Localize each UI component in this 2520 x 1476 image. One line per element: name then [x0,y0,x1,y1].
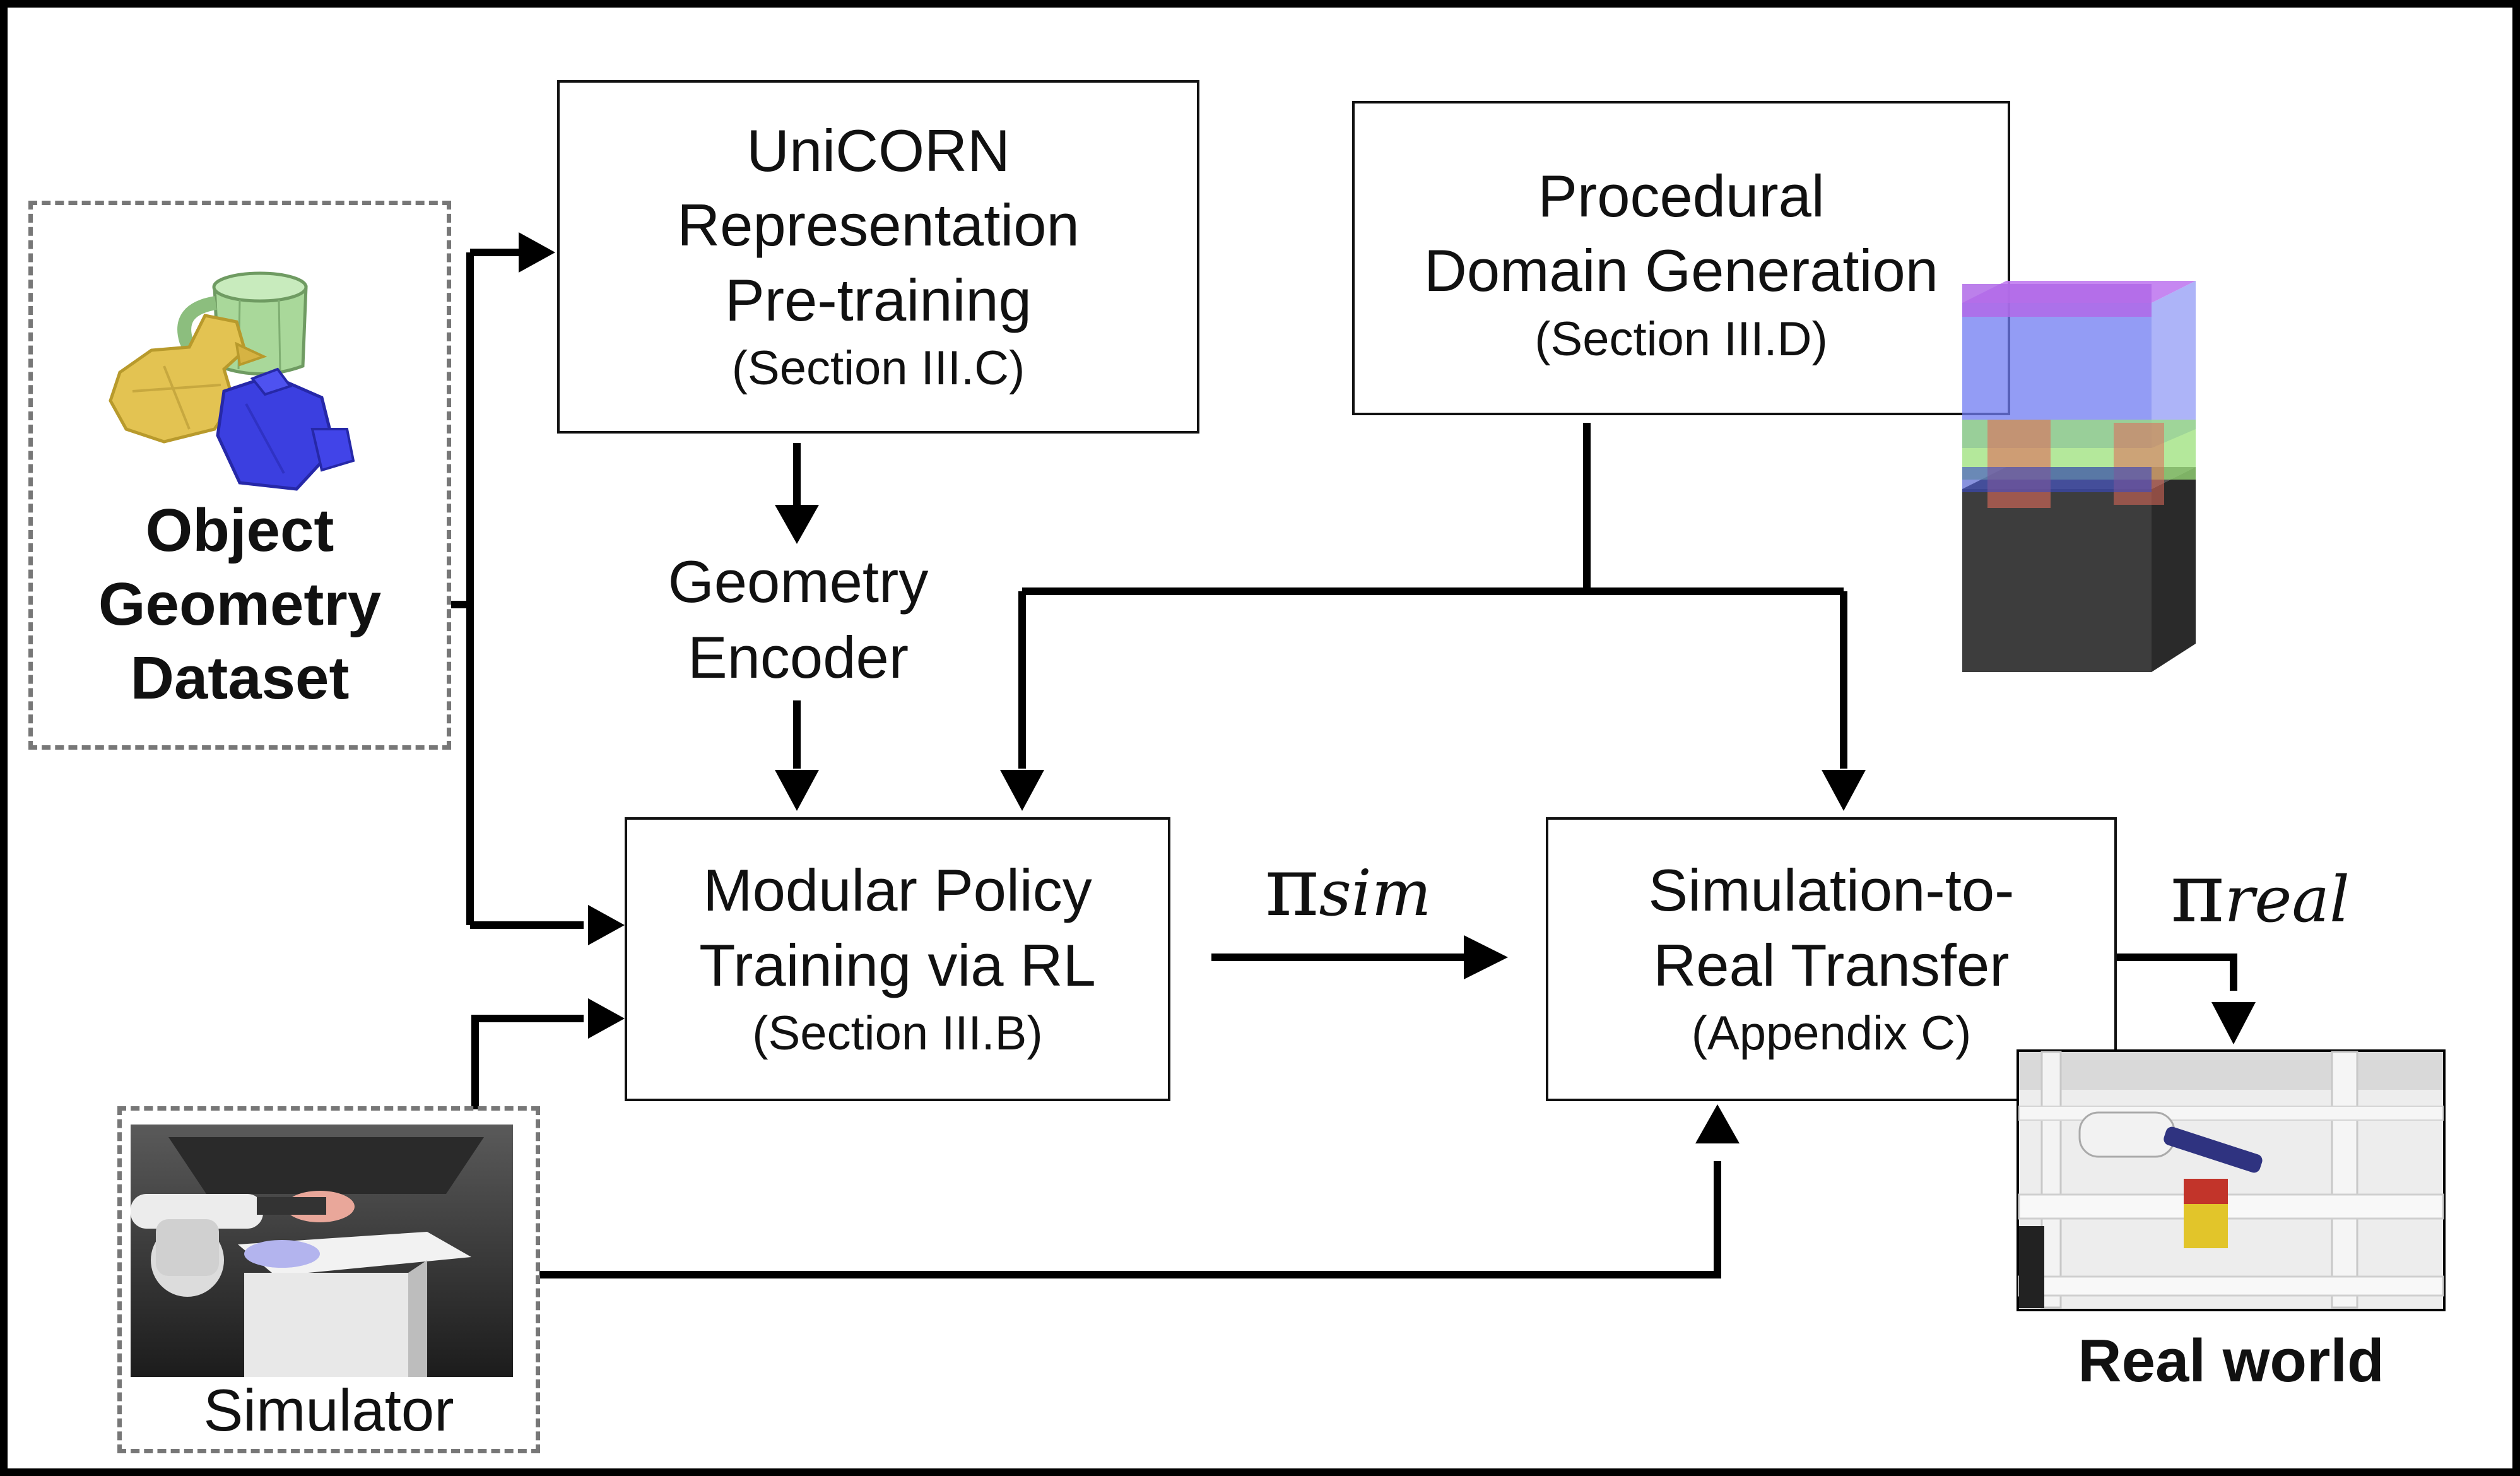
pi-real-symbol: π [2170,845,2225,941]
unicorn-box: UniCORN Representation Pre-training (Sec… [557,80,1199,434]
arrowhead-unicorn [519,232,555,273]
arrowhead-policy-procedural [1000,770,1044,811]
policy-section: (Section III.B) [752,1007,1043,1061]
policy-box: Modular Policy Training via RL (Section … [625,817,1170,1101]
sim2real-section: (Appendix C) [1691,1007,1972,1061]
procedural-domain-icon [1962,281,2196,672]
unicorn-title-line: Representation [677,192,1080,259]
arrowhead-sim2real-top [1822,770,1866,811]
encoder-label-line: Geometry [668,548,929,615]
arrow-pi-real [2116,953,2237,991]
pi-sim-symbol: π [1265,839,1319,935]
dataset-label-line: Geometry [98,570,382,639]
pi-sim-label: πsim [1265,846,1432,928]
arrowhead-encoder [775,505,819,544]
object-meshes [109,271,355,491]
arrowhead-policy-top [775,770,819,811]
camera-mesh-icon [216,367,355,491]
policy-title-line: Training via RL [699,931,1096,998]
sim2real-title-line: Simulation-to- [1648,857,2015,924]
dataset-label: Object Geometry Dataset [28,493,451,715]
pi-sim-subscript: sim [1319,856,1432,930]
dataset-label-line: Object [145,497,334,564]
procedural-title-line: Domain Generation [1423,237,1939,304]
simulator-scene-image [131,1125,513,1377]
procedural-box: Procedural Domain Generation (Section II… [1352,101,2010,415]
dataset-label-line: Dataset [130,644,350,712]
policy-title-line: Modular Policy [703,857,1092,924]
pi-real-label: πreal [2170,852,2350,934]
arrowhead-pi-sim [1464,935,1508,979]
arrowhead-pi-real [2211,1002,2256,1044]
unicorn-section: (Section III.C) [731,341,1025,396]
simulator-group [117,1106,540,1453]
encoder-label: Geometry Encoder [618,544,978,696]
dataset-group [28,201,451,750]
arrowhead-policy-dataset [588,905,625,945]
arrowhead-sim2real-bottom [1695,1104,1740,1143]
real-world-label: Real world [2078,1327,2384,1395]
arrow-simulator-to-sim2real [539,1161,1721,1278]
simulator-label: Simulator [203,1377,454,1443]
arrowhead-policy-simulator [588,998,625,1039]
real-world-photo [2017,1049,2446,1311]
arrow-simulator-to-policy [471,1015,584,1109]
procedural-section: (Section III.D) [1534,312,1828,366]
procedural-title-line: Procedural [1538,163,1825,229]
duck-mesh-icon [109,314,268,444]
unicorn-title-line: Pre-training [725,266,1032,333]
unicorn-title-line: UniCORN [746,117,1010,184]
sim2real-title-line: Real Transfer [1653,931,2010,998]
pi-real-subscript: real [2224,863,2350,936]
encoder-label-line: Encoder [687,624,909,691]
